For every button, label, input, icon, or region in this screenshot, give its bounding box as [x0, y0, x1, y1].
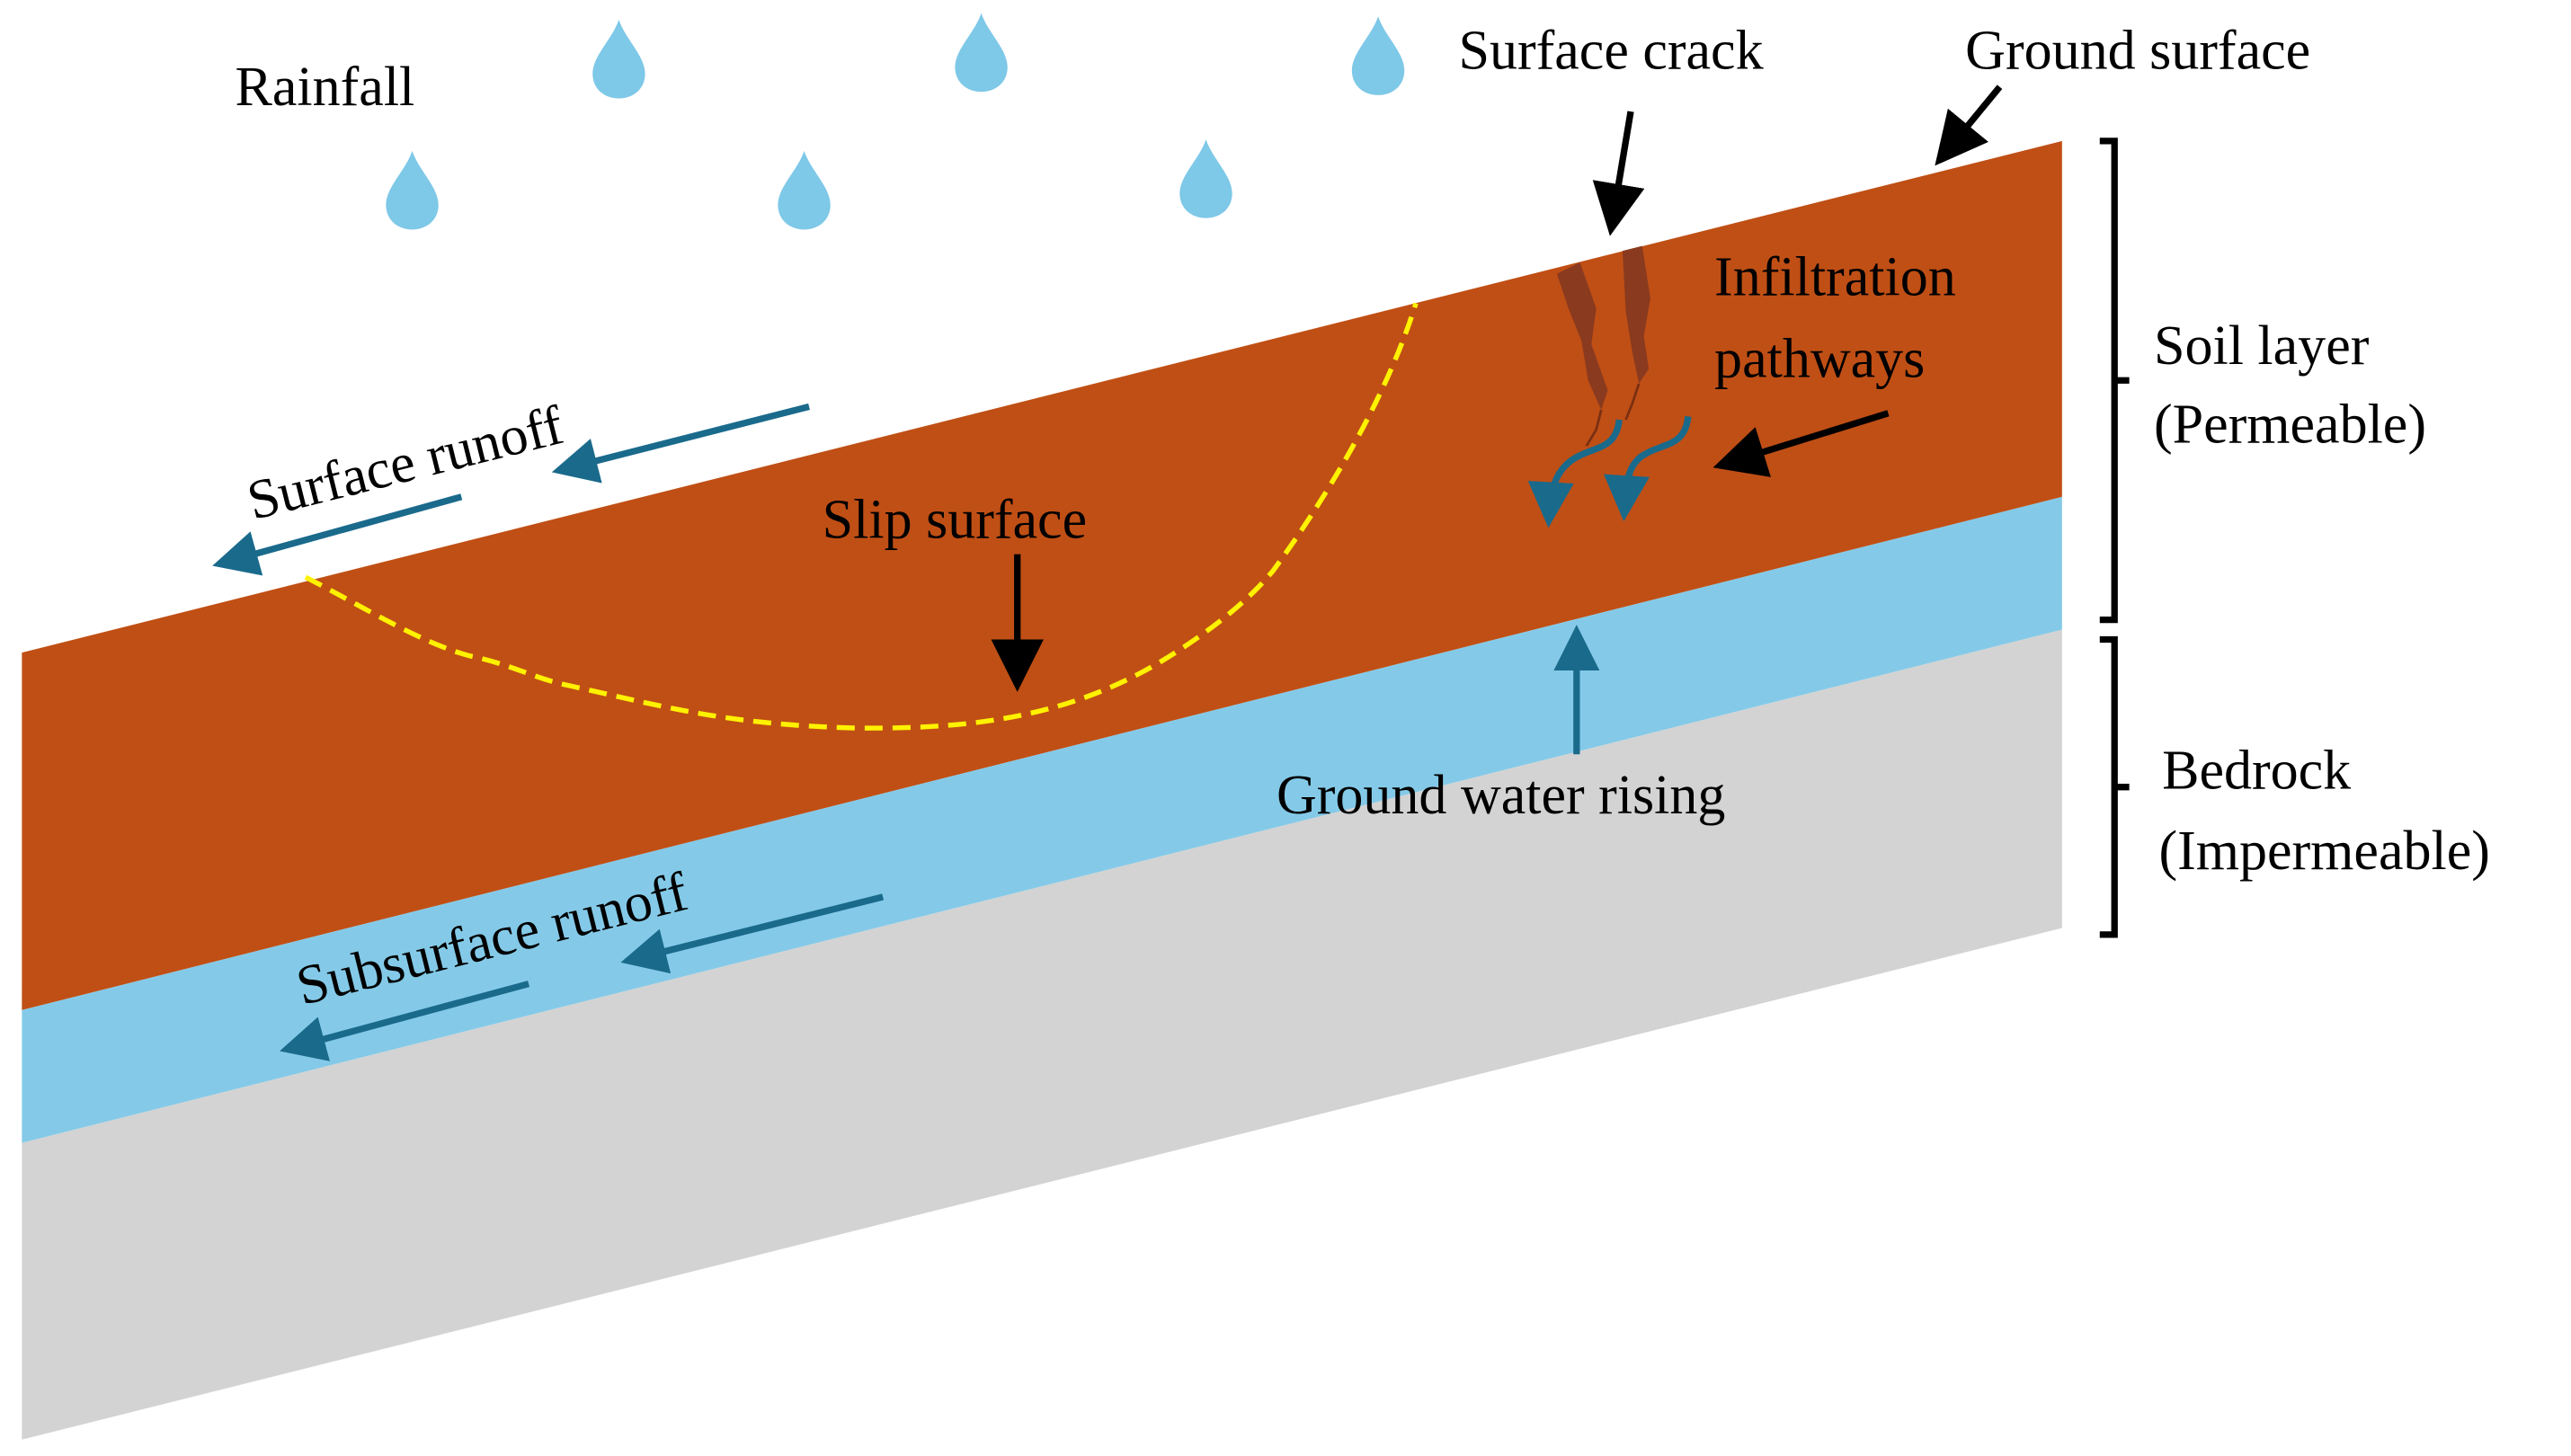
slip-surface-label: Slip surface [823, 489, 1087, 550]
rainfall-label: Rainfall [236, 57, 415, 118]
raindrop-icon [386, 150, 439, 230]
ground-surface-label: Ground surface [1965, 21, 2310, 82]
surface-crack-pointer [1592, 111, 1645, 236]
infiltration-label-line2: pathways [1714, 329, 1925, 390]
bedrock-label-line2: (Impermeable) [2158, 821, 2489, 882]
raindrop-icon [955, 13, 1008, 93]
soil-layer [22, 140, 2062, 1010]
ground-water-rising-label: Ground water rising [1277, 765, 1725, 826]
bedrock-brace [2099, 635, 2130, 938]
subsurface-runoff-arrow [620, 893, 885, 974]
soil-layer-label-line1: Soil layer [2154, 315, 2370, 377]
infiltration-pointer [1713, 410, 1890, 477]
bedrock-label-line1: Bedrock [2162, 741, 2352, 802]
soil-layer-label-line2: (Permeable) [2154, 395, 2426, 456]
raindrop-icon [592, 19, 645, 99]
surface-runoff-arrow [212, 493, 463, 576]
infiltration-label-line1: Infiltration [1714, 246, 1956, 307]
ground-surface-pointer [1935, 84, 2003, 166]
slip-surface-line [304, 302, 1419, 731]
raindrop-icon [1179, 139, 1232, 218]
surface-crack-label: Surface crack [1458, 21, 1764, 82]
raindrop-icon [1351, 16, 1405, 95]
infiltration-arrow [1527, 419, 1623, 528]
raindrop-icon [778, 150, 831, 230]
soil-layer-brace [2099, 138, 2130, 624]
subsurface-runoff-arrow [280, 981, 530, 1061]
surface-runoff-arrow [551, 403, 810, 484]
bedrock-layer [22, 629, 2062, 1440]
surface-crack-graphic [1556, 245, 1650, 447]
infiltration-arrow [1603, 415, 1692, 522]
groundwater-layer [22, 496, 2062, 1143]
rainfall-drops [386, 13, 1405, 230]
